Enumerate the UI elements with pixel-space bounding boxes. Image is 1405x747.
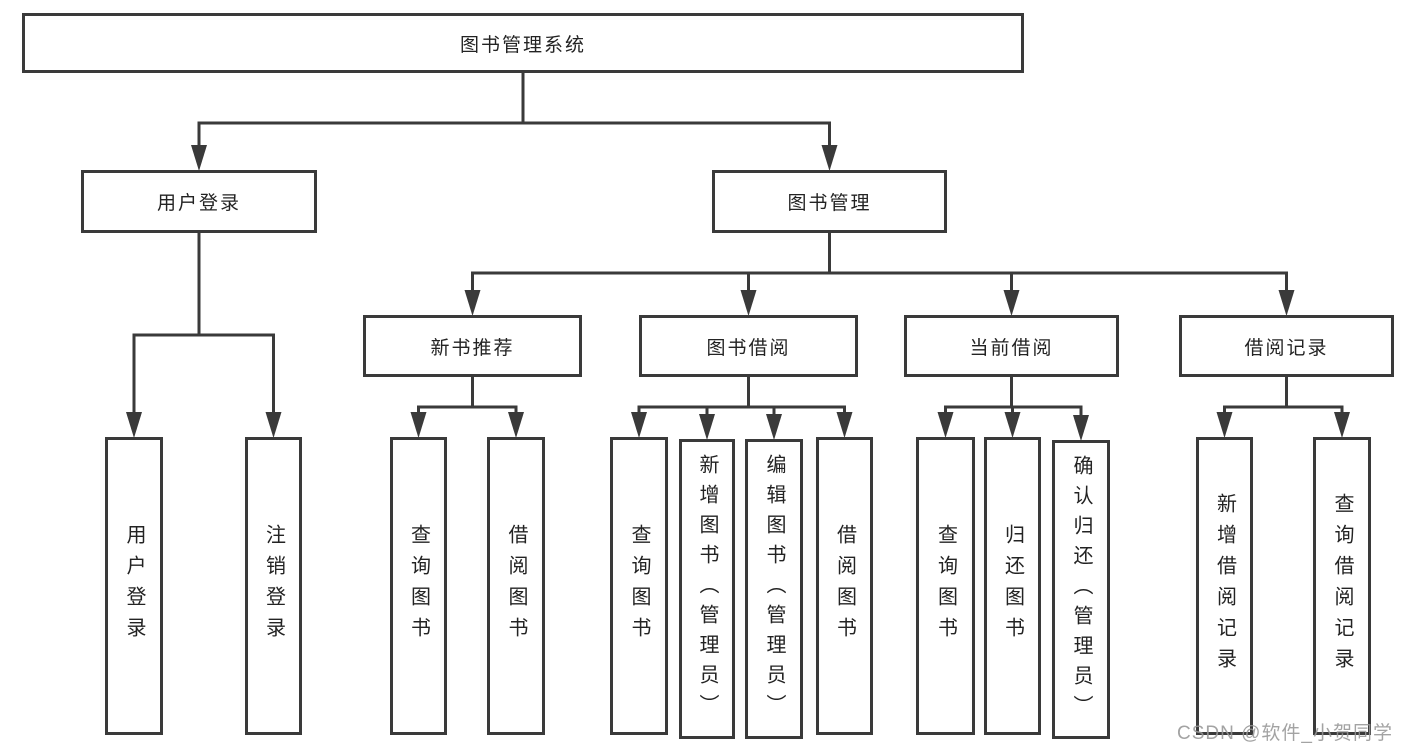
- node-bb-query: 查询图书: [610, 437, 668, 735]
- node-label-borrow-records: 借阅记录: [1244, 337, 1329, 359]
- node-cb-query: 查询图书: [916, 437, 975, 735]
- node-new-book-rec: 新书推荐: [363, 315, 582, 377]
- node-label-cb-confirm: 确认归还（管理员）: [1070, 454, 1092, 725]
- node-label-root: 图书管理系统: [459, 34, 586, 56]
- node-rec-borrow: 借阅图书: [487, 437, 545, 735]
- node-label-book-borrow: 图书借阅: [706, 337, 791, 359]
- node-label-cb-return: 归还图书: [1001, 524, 1024, 648]
- node-label-bb-borrow: 借阅图书: [833, 524, 856, 648]
- node-br-query: 查询借阅记录: [1313, 437, 1371, 735]
- node-label-user-login: 用户登录: [156, 193, 241, 214]
- watermark: CSDN @软件_小贺同学: [1177, 723, 1393, 744]
- node-label-rec-query: 查询图书: [407, 524, 430, 648]
- node-borrow-records: 借阅记录: [1179, 315, 1394, 377]
- node-bb-add: 新增图书（管理员）: [679, 439, 735, 739]
- node-label-logout-leaf: 注销登录: [262, 524, 285, 648]
- node-bb-borrow: 借阅图书: [816, 437, 873, 735]
- node-label-br-query: 查询借阅记录: [1331, 493, 1353, 679]
- node-label-rec-borrow: 借阅图书: [505, 524, 527, 648]
- node-label-book-mgmt: 图书管理: [787, 193, 872, 214]
- node-logout-leaf: 注销登录: [245, 437, 302, 735]
- node-book-borrow: 图书借阅: [639, 315, 858, 377]
- node-label-bb-add: 新增图书（管理员）: [696, 454, 718, 724]
- node-label-br-add: 新增借阅记录: [1213, 493, 1236, 679]
- node-label-current-borrow: 当前借阅: [969, 337, 1054, 359]
- node-cb-return: 归还图书: [984, 437, 1041, 735]
- node-label-new-book-rec: 新书推荐: [430, 337, 515, 359]
- node-rec-query: 查询图书: [390, 437, 447, 735]
- node-book-mgmt: 图书管理: [712, 170, 947, 233]
- node-br-add: 新增借阅记录: [1196, 437, 1253, 735]
- node-login-leaf: 用户登录: [105, 437, 163, 735]
- node-root: 图书管理系统: [22, 13, 1024, 73]
- node-label-bb-query: 查询图书: [628, 524, 650, 648]
- node-label-bb-edit: 编辑图书（管理员）: [763, 454, 785, 724]
- node-bb-edit: 编辑图书（管理员）: [745, 439, 803, 739]
- node-current-borrow: 当前借阅: [904, 315, 1119, 377]
- node-label-login-leaf: 用户登录: [123, 524, 145, 648]
- node-label-cb-query: 查询图书: [934, 524, 957, 648]
- node-cb-confirm: 确认归还（管理员）: [1052, 440, 1110, 739]
- node-user-login: 用户登录: [81, 170, 317, 233]
